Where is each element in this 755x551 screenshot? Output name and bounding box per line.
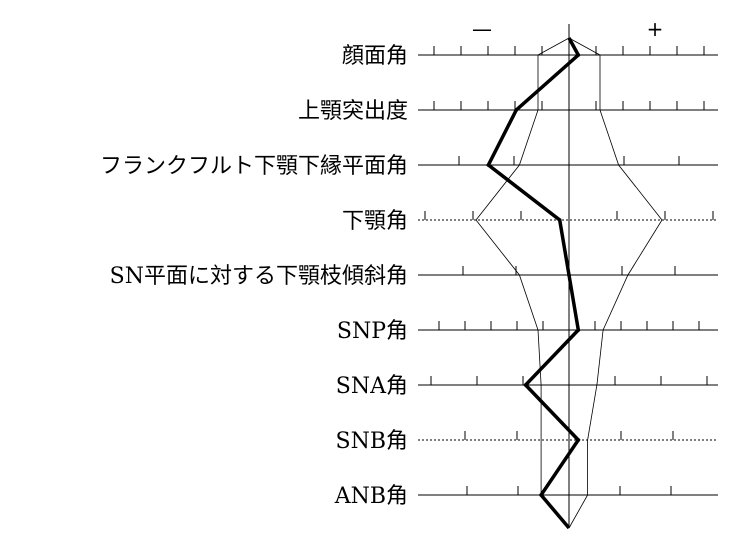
normal-range-upper-boundary [568,37,663,529]
minus-sign-label: — [472,17,492,41]
row-label: 上顎突出度 [298,99,408,124]
patient-layer [486,37,581,530]
row-label: SNB角 [336,429,409,454]
row-label: SN平面に対する下顎枝傾斜角 [110,264,408,289]
patient-point [576,328,581,332]
patient-point [514,108,519,112]
row-label: フランクフルト下顎下縁平面角 [100,154,408,179]
patient-point [576,53,581,57]
patient-profile-line [486,37,581,530]
grid-layer [418,24,718,528]
patient-point [539,493,543,497]
row-label: 顔面角 [342,44,408,69]
normal-range-lower-boundary [475,37,570,529]
patient-point [486,163,491,167]
row-label: SNA角 [336,374,408,399]
row-label: 下顎角 [342,209,408,234]
patient-point [523,383,528,387]
plus-sign-label: + [647,17,664,41]
patient-point [576,438,581,442]
patient-point [557,218,562,222]
row-label: ANB角 [334,484,408,509]
row-label: SNP角 [337,319,408,344]
patient-point [567,273,571,277]
